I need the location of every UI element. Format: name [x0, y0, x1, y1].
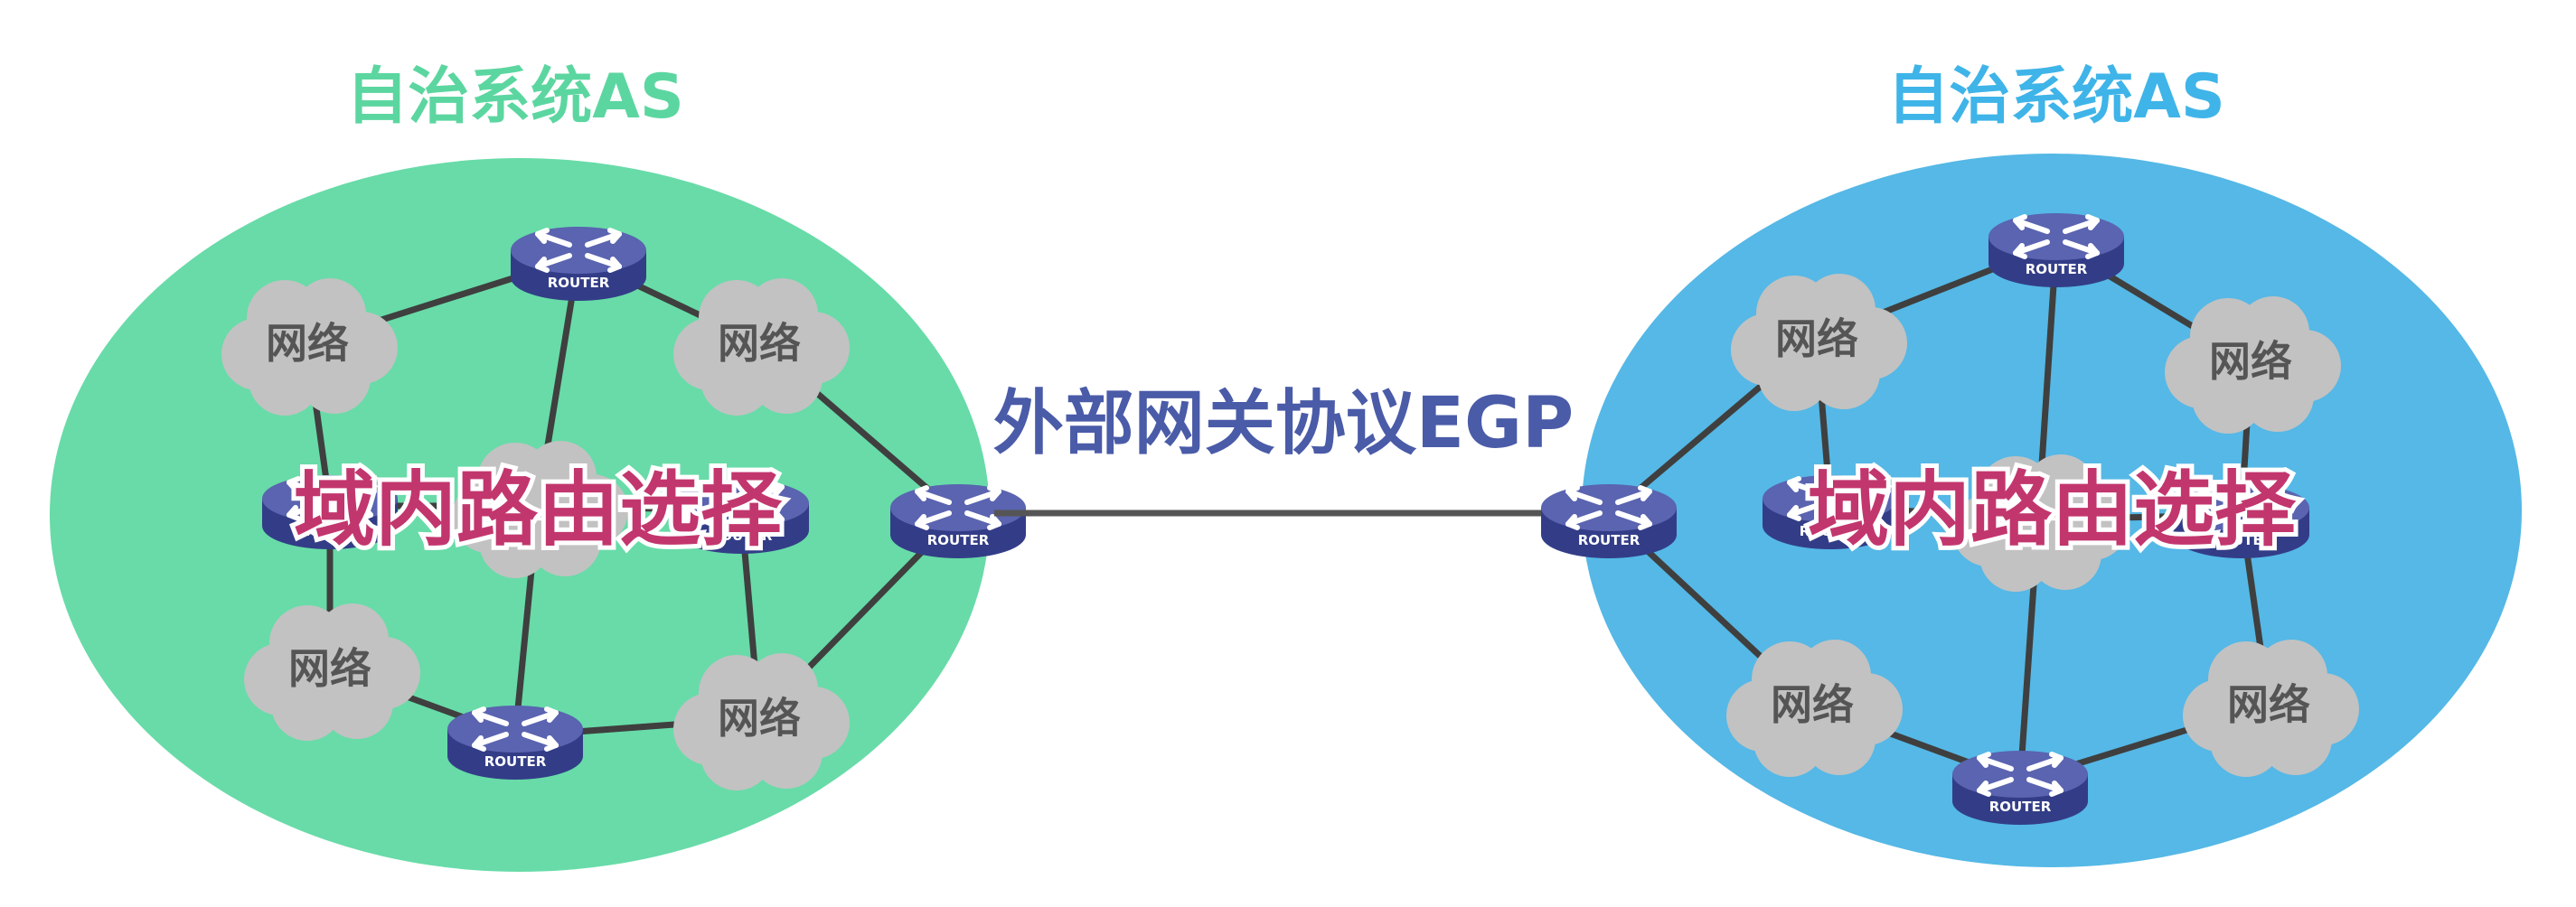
right-as-title: 自治系统AS [1887, 61, 2225, 133]
network-cloud: 网络 [673, 278, 850, 416]
network-cloud: 网络 [2165, 296, 2341, 434]
router-label: ROUTER [2026, 261, 2088, 277]
router-icon: ROUTER [1763, 475, 1898, 549]
network-cloud: 网络 [2183, 640, 2359, 777]
network-label: 网络 [2209, 337, 2292, 386]
router-icon: ROUTER [673, 480, 809, 554]
network-label: 网络 [1775, 314, 1858, 363]
router-label: ROUTER [484, 753, 547, 770]
router-icon: ROUTER [2174, 484, 2309, 558]
router-label: ROUTER [1800, 523, 1862, 539]
router-icon: ROUTER [262, 475, 398, 549]
router-icon: ROUTER [1952, 751, 2088, 825]
network-cloud: 网络 [221, 278, 398, 416]
network-cloud: 网络 [1731, 274, 1907, 411]
left-as-title: 自治系统AS [346, 61, 684, 133]
network-label: 网络 [288, 644, 371, 693]
router-icon: ROUTER [447, 706, 583, 780]
right-as-group: 自治系统AS 网络 网络 网络 [1541, 61, 2522, 867]
network-cloud: 网络 [673, 653, 850, 790]
router-icon: ROUTER [511, 227, 646, 301]
right-as-routers: ROUTER ROUTER ROUTER ROUTER ROUTER [1541, 213, 2309, 825]
left-intra-domain-label: 域内路由选择 [294, 463, 783, 557]
network-label: 网络 [266, 319, 349, 368]
network-label: 网络 [2227, 680, 2310, 729]
router-icon: ROUTER [1988, 213, 2124, 287]
router-icon: ROUTER [1541, 484, 1677, 558]
right-intra-domain-label: 域内路由选择 [1808, 463, 2297, 557]
network-cloud: 网络 [244, 603, 420, 741]
router-label: ROUTER [299, 523, 362, 539]
left-as-group: 自治系统AS 网络 网络 网络 [50, 61, 1026, 872]
network-cloud: 网络 [1726, 640, 1903, 777]
network-label: 网络 [718, 694, 801, 743]
network-label: 网络 [718, 319, 801, 368]
router-label: ROUTER [548, 275, 610, 291]
router-label: ROUTER [927, 532, 990, 548]
router-label: ROUTER [710, 528, 773, 544]
router-label: ROUTER [1578, 532, 1641, 548]
router-label: ROUTER [1989, 799, 2052, 815]
router-icon: ROUTER [890, 484, 1026, 558]
left-as-routers: ROUTER ROUTER ROUTER ROUTER ROUTER [262, 227, 1026, 780]
network-label: 网络 [1771, 680, 1854, 729]
egp-label: 外部网关协议EGP [993, 383, 1574, 464]
router-label: ROUTER [2211, 532, 2273, 548]
